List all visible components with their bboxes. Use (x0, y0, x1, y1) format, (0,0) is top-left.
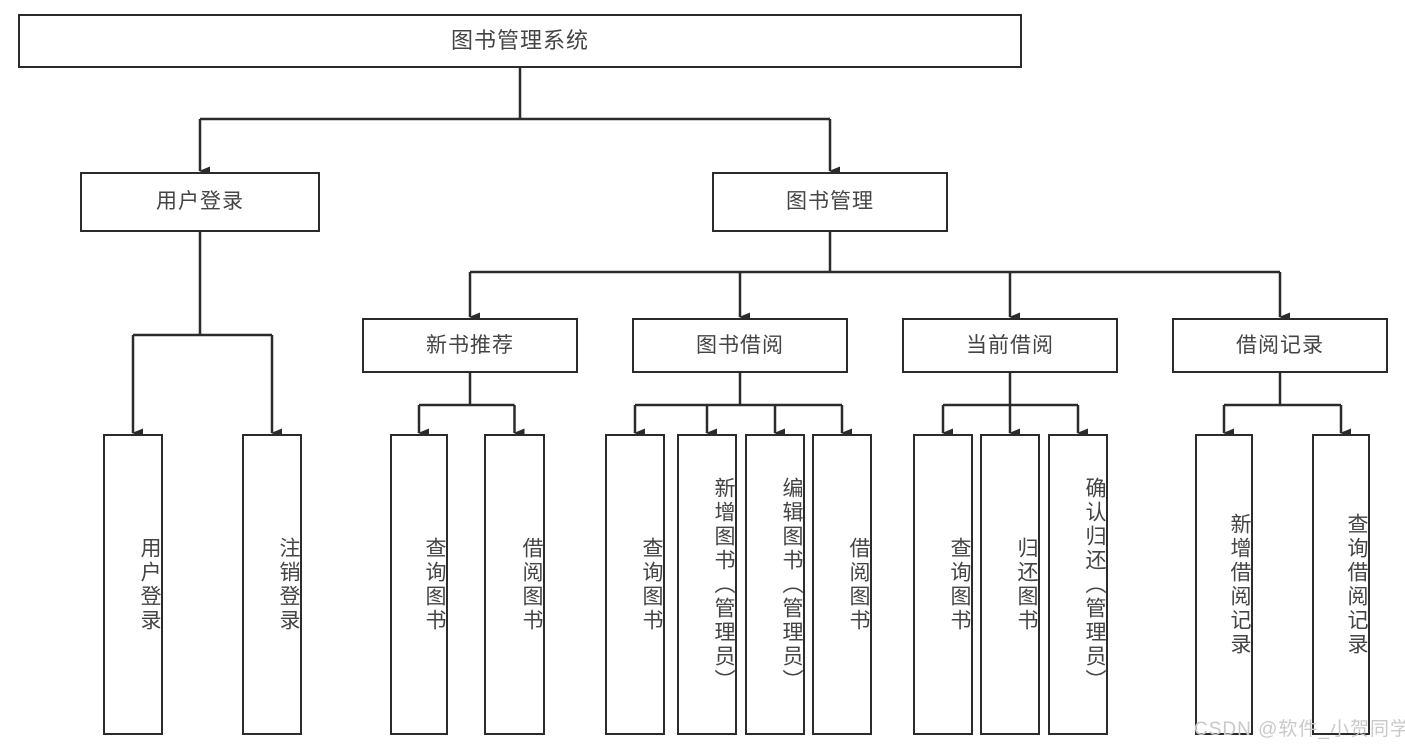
leaf-current-query-book-label: 查询图书 (948, 536, 971, 633)
leaf-user-logout-label: 注销登录 (277, 536, 300, 633)
node-user-login-module-label: 用户登录 (156, 190, 244, 214)
leaf-borrow-query-book-label: 查询图书 (640, 536, 663, 633)
leaf-recommend-query-book-label: 查询图书 (423, 536, 446, 633)
leaf-record-add-label: 新增借阅记录 (1228, 512, 1251, 657)
node-new-book-recommend-label: 新书推荐 (426, 333, 514, 357)
leaf-record-query[interactable]: 查询借阅记录 (1312, 434, 1370, 735)
leaf-recommend-borrow-book[interactable]: 借阅图书 (484, 434, 545, 735)
node-new-book-recommend[interactable]: 新书推荐 (362, 318, 578, 373)
leaf-current-return-book-label: 归还图书 (1015, 536, 1038, 633)
node-root-label: 图书管理系统 (450, 27, 589, 53)
node-book-borrow[interactable]: 图书借阅 (632, 318, 848, 373)
leaf-recommend-query-book[interactable]: 查询图书 (390, 434, 448, 735)
leaf-record-add[interactable]: 新增借阅记录 (1195, 434, 1253, 735)
leaf-current-query-book[interactable]: 查询图书 (913, 434, 973, 735)
node-borrow-record[interactable]: 借阅记录 (1172, 318, 1388, 373)
node-borrow-record-label: 借阅记录 (1236, 333, 1324, 357)
node-book-management-module-label: 图书管理 (786, 190, 874, 214)
edge-group (131, 68, 1351, 438)
leaf-current-return-book[interactable]: 归还图书 (980, 434, 1040, 735)
leaf-borrow-add-book[interactable]: 新增图书（管理员） (677, 434, 737, 735)
leaf-borrow-lend-book-label: 借阅图书 (847, 536, 870, 633)
node-root[interactable]: 图书管理系统 (18, 14, 1022, 68)
leaf-current-confirm-return-label: 确认归还（管理员） (1083, 476, 1106, 693)
leaf-borrow-edit-book-label: 编辑图书（管理员） (780, 476, 803, 693)
leaf-user-logout[interactable]: 注销登录 (242, 434, 302, 735)
leaf-borrow-lend-book[interactable]: 借阅图书 (812, 434, 872, 735)
node-user-login-module[interactable]: 用户登录 (80, 172, 320, 232)
leaf-user-login-label: 用户登录 (138, 536, 161, 633)
node-current-borrow[interactable]: 当前借阅 (902, 318, 1118, 373)
node-book-management-module[interactable]: 图书管理 (712, 172, 948, 232)
node-current-borrow-label: 当前借阅 (966, 333, 1054, 357)
leaf-recommend-borrow-book-label: 借阅图书 (520, 536, 543, 633)
leaf-borrow-add-book-label: 新增图书（管理员） (712, 476, 735, 693)
leaf-borrow-query-book[interactable]: 查询图书 (605, 434, 665, 735)
csdn-watermark: CSDN @软件_小贺同学 (1194, 719, 1405, 740)
leaf-borrow-edit-book[interactable]: 编辑图书（管理员） (745, 434, 805, 735)
leaf-record-query-label: 查询借阅记录 (1345, 512, 1368, 657)
leaf-user-login[interactable]: 用户登录 (103, 434, 163, 735)
node-book-borrow-label: 图书借阅 (696, 333, 784, 357)
leaf-current-confirm-return[interactable]: 确认归还（管理员） (1048, 434, 1108, 735)
